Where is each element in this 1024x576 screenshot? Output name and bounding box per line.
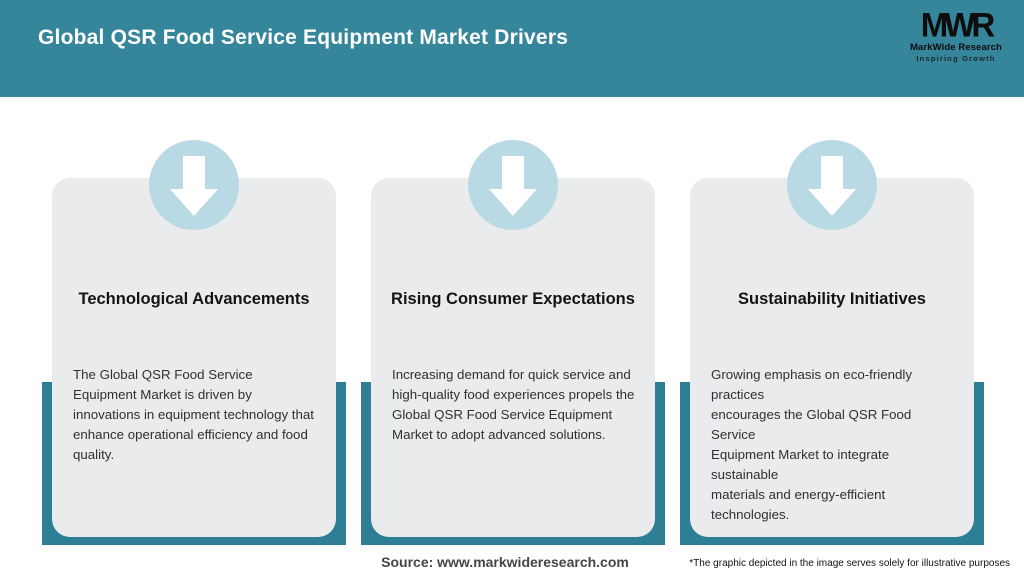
footer-source: Source: www.markwideresearch.com xyxy=(381,554,629,570)
card-body: Growing emphasis on eco-friendly practic… xyxy=(711,367,913,522)
logo-name: MarkWide Research xyxy=(910,42,1002,53)
driver-card: Technological Advancements The Global QS… xyxy=(52,178,336,537)
card-body: The Global QSR Food Service Equipment Ma… xyxy=(73,367,314,462)
arrow-badge xyxy=(787,140,877,230)
card-title: Sustainability Initiatives xyxy=(738,290,926,308)
footer-disclaimer: *The graphic depicted in the image serve… xyxy=(689,558,1010,569)
down-arrow-icon xyxy=(489,156,537,216)
driver-column-3: Sustainability Initiatives Growing empha… xyxy=(680,140,984,545)
markwide-logo: MWR MarkWide Research Inspiring Growth xyxy=(906,5,1006,63)
card-title: Rising Consumer Expectations xyxy=(391,290,635,308)
logo-mark: MWR xyxy=(920,5,995,44)
arrow-badge xyxy=(468,140,558,230)
down-arrow-icon xyxy=(808,156,856,216)
page-title: Global QSR Food Service Equipment Market… xyxy=(38,26,569,49)
driver-column-2: Rising Consumer Expectations Increasing … xyxy=(361,140,665,545)
driver-card: Sustainability Initiatives Growing empha… xyxy=(690,178,974,537)
arrow-badge xyxy=(149,140,239,230)
card-body: Increasing demand for quick service and … xyxy=(392,367,635,442)
card-title: Technological Advancements xyxy=(78,290,310,308)
driver-card: Rising Consumer Expectations Increasing … xyxy=(371,178,655,537)
header-bar: Global QSR Food Service Equipment Market… xyxy=(0,0,1024,97)
logo-tagline: Inspiring Growth xyxy=(916,53,996,63)
down-arrow-icon xyxy=(170,156,218,216)
driver-column-1: Technological Advancements The Global QS… xyxy=(42,140,346,545)
